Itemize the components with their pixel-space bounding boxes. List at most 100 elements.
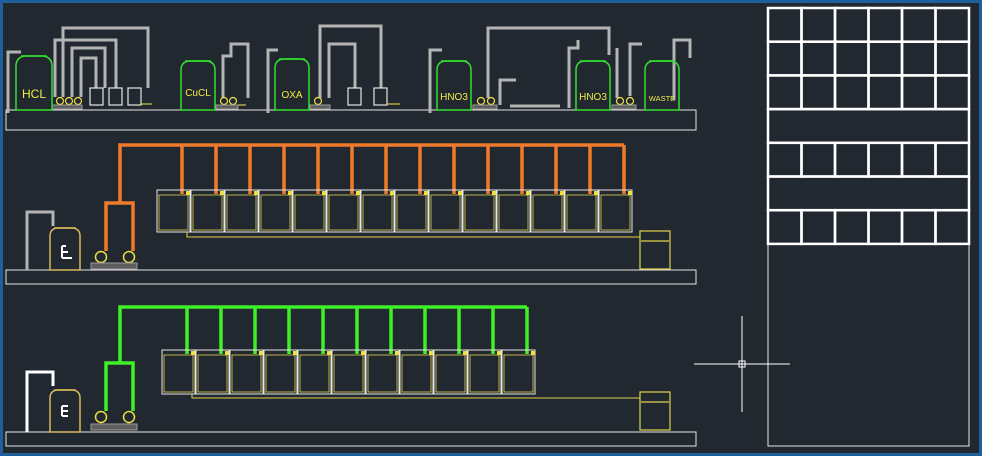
bottom-storage-tank	[49, 389, 81, 433]
bath-liner	[163, 354, 194, 393]
middle-platform	[5, 269, 697, 285]
bath-nozzle	[390, 191, 394, 195]
bath-tank	[229, 349, 264, 395]
drain-line	[191, 394, 640, 399]
bath-nozzle	[220, 191, 224, 195]
orange-distribution-pipes	[104, 143, 626, 251]
grid-cells	[766, 6, 971, 246]
bottom-pumps	[94, 410, 136, 424]
bath-tank	[598, 189, 633, 233]
tank-label: CuCL	[185, 88, 211, 99]
bath-tank	[433, 349, 468, 395]
pump-riser	[104, 201, 135, 251]
grid-cell	[800, 74, 837, 111]
bath-tank	[462, 189, 497, 233]
bath-tank	[224, 189, 259, 233]
bath-nozzle	[254, 191, 258, 195]
bath-nozzle	[293, 351, 297, 355]
grid-cell	[934, 141, 971, 178]
tank-label: HCL	[22, 87, 46, 101]
bath-tank	[530, 189, 565, 233]
bath-liner	[430, 194, 461, 231]
grid-cell	[900, 40, 937, 77]
bath-nozzle	[463, 351, 467, 355]
grid-cell	[766, 40, 803, 77]
grid-cell	[900, 6, 937, 43]
grid-cell	[766, 208, 803, 246]
bottom-row-station	[5, 305, 697, 447]
middle-baths	[156, 189, 640, 238]
bath-tank	[428, 189, 463, 233]
gray-piping	[6, 24, 692, 113]
bath-nozzle	[594, 191, 598, 195]
grid-cell	[867, 6, 904, 43]
bath-nozzle	[395, 351, 399, 355]
bath-liner	[328, 194, 359, 231]
bath-nozzle	[322, 191, 326, 195]
bath-liner	[197, 354, 228, 393]
grid-cell	[934, 208, 971, 246]
grid-cell	[800, 6, 837, 43]
bath-tank	[190, 189, 225, 233]
panel-outline	[767, 243, 970, 447]
grid-cell	[766, 74, 803, 111]
bath-liner	[503, 354, 534, 393]
grid-cell	[934, 40, 971, 77]
middle-storage-tank	[49, 227, 81, 271]
bath-liner	[158, 194, 189, 231]
grid-cell	[900, 74, 937, 111]
crosshair-cursor-icon	[694, 316, 790, 412]
bath-liner	[566, 194, 597, 231]
bath-tank	[501, 349, 536, 395]
bath-nozzle	[327, 351, 331, 355]
bath-nozzle	[288, 191, 292, 195]
tank-waste: WASTE	[644, 60, 680, 111]
top-row-chemical-station: HCL CuCL OXA HNO3 HNO3	[5, 24, 697, 131]
bath-nozzle	[560, 191, 564, 195]
bath-liner	[401, 354, 432, 393]
bath-nozzle	[531, 351, 535, 355]
grid-cell	[800, 141, 837, 178]
grid-cell	[833, 141, 870, 178]
bath-nozzle	[424, 191, 428, 195]
bath-liner	[469, 354, 500, 393]
grid-cell	[867, 74, 904, 111]
bath-tank	[258, 189, 293, 233]
bath-liner	[260, 194, 291, 231]
grid-cell	[900, 141, 937, 178]
tank-label: WASTE	[649, 94, 675, 103]
bath-tank	[326, 189, 361, 233]
pump-riser	[104, 361, 135, 411]
bath-tank	[496, 189, 531, 233]
bath-liner	[226, 194, 257, 231]
bottom-platform	[5, 431, 697, 447]
bath-liner	[299, 354, 330, 393]
bath-liner	[435, 354, 466, 393]
tank-label: HNO3	[579, 92, 607, 103]
tank-oxa: OXA	[274, 58, 310, 111]
bath-tank	[297, 349, 332, 395]
tank-label: OXA	[281, 90, 302, 101]
middle-pumps	[94, 250, 136, 264]
grid-cell	[833, 208, 870, 246]
grid-cell	[766, 141, 803, 178]
bath-liner	[333, 354, 364, 393]
grid-cell	[867, 141, 904, 178]
top-platform	[5, 109, 697, 131]
bath-nozzle	[259, 351, 263, 355]
grid-cell	[900, 208, 937, 246]
bath-liner	[362, 194, 393, 231]
middle-row-station	[5, 143, 697, 285]
grid-band	[766, 175, 971, 212]
bath-liner	[532, 194, 563, 231]
bath-liner	[600, 194, 631, 231]
bath-tank	[365, 349, 400, 395]
bath-tank	[292, 189, 327, 233]
bath-nozzle	[361, 351, 365, 355]
bath-liner	[498, 194, 529, 231]
bath-nozzle	[458, 191, 462, 195]
bath-nozzle	[628, 191, 632, 195]
